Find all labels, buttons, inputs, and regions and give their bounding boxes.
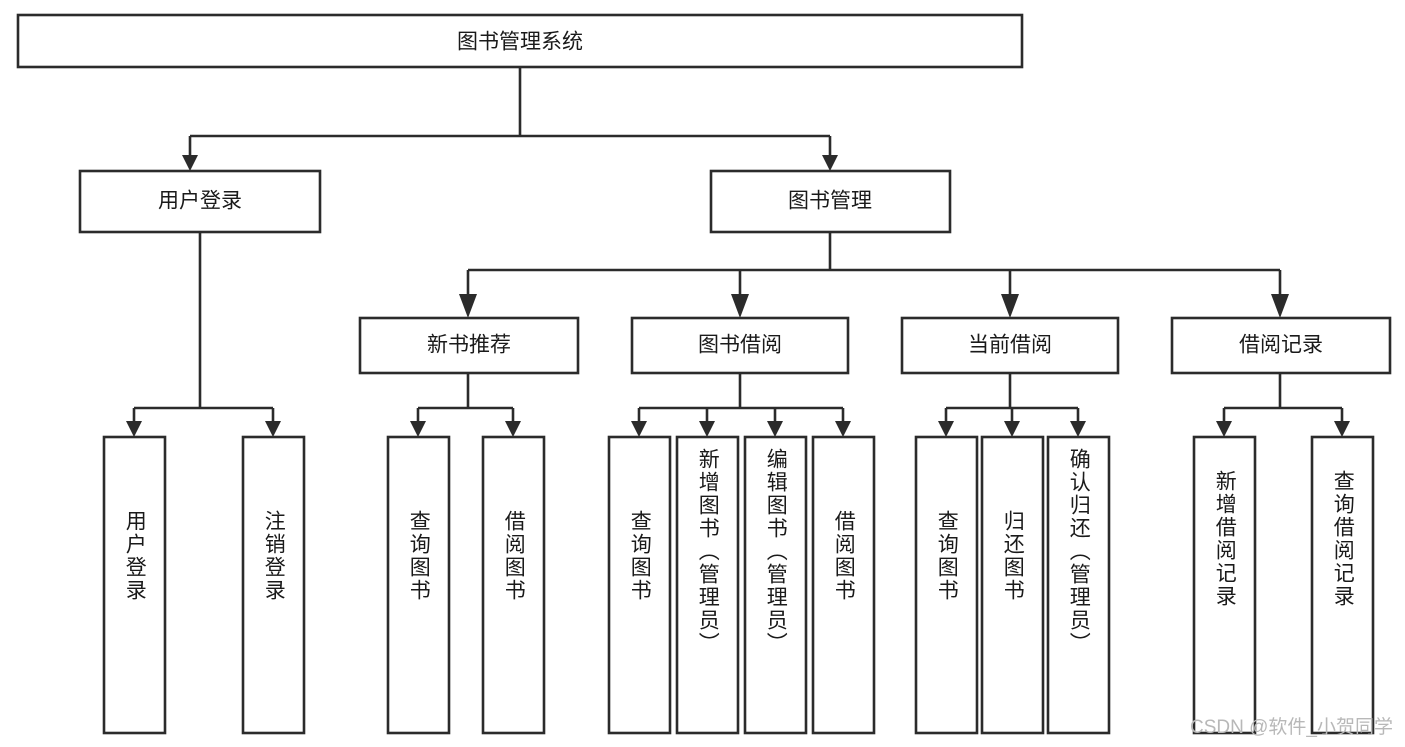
arrow-head-new-book-leaf-1 [410,421,426,437]
leaf-box-user-login-1[interactable] [102,435,167,735]
leaf-box-book-borrow-3[interactable] [743,435,808,735]
arrow-head-book-borrow-leaf-3 [767,421,783,437]
arrow-head-level3-3 [1001,294,1019,318]
arrow-head-current-borrow-leaf-3 [1070,421,1086,437]
node-user-login-label: 用户登录 [158,190,242,213]
arrow-head-new-book-leaf-2 [505,421,521,437]
node-book-manage-label: 图书管理 [788,190,872,213]
node-root-label: 图书管理系统 [457,31,583,54]
node-borrow-record-label: 借阅记录 [1239,334,1323,357]
node-root[interactable]: 图书管理系统 [16,13,1024,69]
node-root-box[interactable] [16,13,1024,69]
leaf-box-new-book-1[interactable] [386,435,451,735]
node-borrow-record[interactable]: 借阅记录 [1170,316,1392,375]
node-new-book-box[interactable] [358,316,580,375]
arrow-head-user-login-leaf-2 [265,421,281,437]
node-current-borrow-label: 当前借阅 [968,334,1052,357]
leaf-box-new-book-2[interactable] [481,435,546,735]
node-book-borrow-box[interactable] [630,316,850,375]
leaf-box-borrow-record-2[interactable] [1310,435,1375,735]
arrow-head-book-borrow-leaf-1 [631,421,647,437]
arrow-head-level3-4 [1271,294,1289,318]
arrow-head-level3-2 [731,294,749,318]
arrow-head-book-manage [822,155,838,171]
arrow-head-current-borrow-leaf-2 [1004,421,1020,437]
node-current-borrow[interactable]: 当前借阅 [900,316,1120,375]
arrow-head-current-borrow-leaf-1 [938,421,954,437]
node-book-borrow-label: 图书借阅 [698,334,782,357]
node-user-login[interactable]: 用户登录 [78,169,322,234]
node-user-login-box[interactable] [78,169,322,234]
connector-layer [126,67,1350,437]
leaf-box-book-borrow-1[interactable] [607,435,672,735]
node-new-book-label: 新书推荐 [427,334,511,357]
arrow-head-user-login-leaf-1 [126,421,142,437]
node-current-borrow-box[interactable] [900,316,1120,375]
node-borrow-record-box[interactable] [1170,316,1392,375]
arrow-head-book-borrow-leaf-4 [835,421,851,437]
node-new-book[interactable]: 新书推荐 [358,316,580,375]
arrow-head-book-borrow-leaf-2 [699,421,715,437]
leaf-box-current-borrow-1[interactable] [914,435,979,735]
leaf-box-borrow-record-1[interactable] [1192,435,1257,735]
node-book-manage-box[interactable] [709,169,952,234]
arrow-head-borrow-record-leaf-1 [1216,421,1232,437]
arrow-head-level3-1 [459,294,477,318]
leaf-box-user-login-2[interactable] [241,435,306,735]
leaf-box-book-borrow-2[interactable] [675,435,740,735]
arrow-head-borrow-record-leaf-2 [1334,421,1350,437]
node-book-manage[interactable]: 图书管理 [709,169,952,234]
leaf-box-current-borrow-2[interactable] [980,435,1045,735]
arrow-head-user-login [182,155,198,171]
leaf-box-book-borrow-4[interactable] [811,435,876,735]
leaf-box-current-borrow-3[interactable] [1046,435,1111,735]
node-book-borrow[interactable]: 图书借阅 [630,316,850,375]
